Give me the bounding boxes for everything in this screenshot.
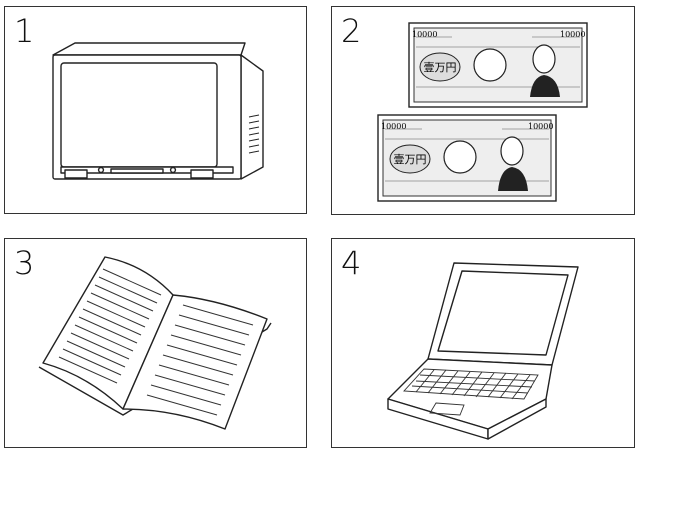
banknote-denomination: 壹万円 (394, 153, 427, 166)
banknote-value: 10000 (560, 30, 585, 39)
banknote-value: 10000 (381, 122, 406, 131)
banknote-top: 壹万円 10000 10000 (408, 22, 588, 108)
panel-number: 3 (14, 244, 35, 282)
banknotes-icon: 壹万円 10000 10000 壹万円 10000 10000 (377, 22, 588, 202)
banknote-bottom: 壹万円 10000 10000 (377, 114, 557, 202)
panel-number: 1 (14, 12, 35, 50)
open-book-icon (38, 256, 272, 430)
banknote-value: 10000 (528, 122, 553, 131)
panel-number: 2 (341, 12, 362, 50)
panel-4[interactable]: 4 (331, 238, 635, 448)
panel-number: 4 (341, 244, 362, 282)
banknote-denomination: 壹万円 (424, 61, 457, 74)
panel-2[interactable]: 2 壹万円 10000 10000 (331, 6, 635, 215)
banknote-value: 10000 (412, 30, 437, 39)
panel-3[interactable]: 3 (4, 238, 307, 448)
laptop-icon (387, 262, 579, 440)
panel-1[interactable]: 1 (4, 6, 307, 214)
television-icon (52, 42, 264, 180)
